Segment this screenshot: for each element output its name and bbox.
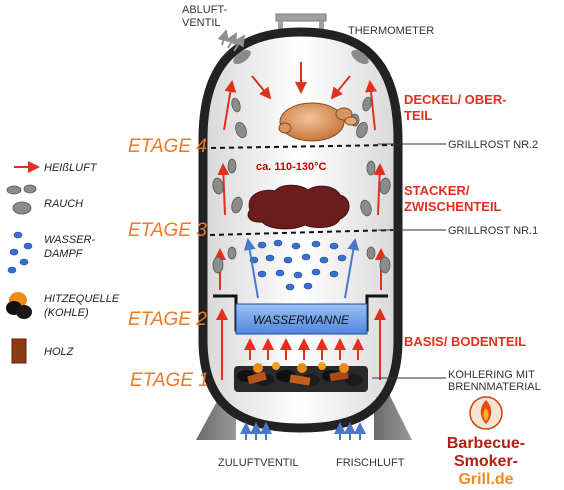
legend-steam-label-1: WASSER- [44,234,95,246]
exhaust-label-1: ABLUFT- [182,4,228,16]
grate-1 [209,229,394,236]
heat-arrows [214,62,387,380]
fresh-air-label: FRISCHLUFT [336,457,405,469]
chicken [278,102,358,142]
legend: HEIßLUFT RAUCH WASSER- DAMPF HITZEQUELLE… [6,161,120,364]
logo-line-3: Grill.de [458,471,513,488]
grate-2-label: GRILLROST NR.2 [448,139,538,151]
intake-vent-label: ZULUFTVENTIL [218,457,299,469]
exhaust-label-2: VENTIL [182,17,221,29]
legend-coal-label-2: (KOHLE) [44,307,89,319]
legend-steam-label-2: DAMPF [44,248,84,260]
base-label: BASIS/ BODENTEIL [404,334,526,349]
legend-smoke-label: RAUCH [44,198,83,210]
charcoal-ring-label-1: KOHLERING MIT [448,369,535,381]
legend-coal-label-1: HITZEQUELLE [44,293,120,305]
lid-label-1: DECKEL/ OBER- [404,92,507,107]
steam-bubbles [249,239,347,291]
grate-2 [210,144,394,149]
steam-arrows [243,238,360,299]
legend-smoke-icon [6,184,37,215]
charcoal-ring-label-2: BRENNMATERIAL [448,381,541,393]
legend-wood-label: HOLZ [44,346,75,358]
logo-line-1: Barbecue- [447,435,525,452]
temperature-label: ca. 110-130°C [256,161,327,173]
etage-2: ETAGE 2 [128,309,207,330]
water-pan [235,303,368,335]
stacker-label-2: ZWISCHENTEIL [404,199,502,214]
grate-1-label: GRILLROST NR.1 [448,225,538,237]
thermometer-gauge [351,49,369,65]
site-logo: Barbecue- Smoker- Grill.de [447,396,525,488]
smoke-particles [212,96,391,274]
lid-handle [275,13,327,22]
exhaust-arrows [217,29,246,52]
water-pan-label: WASSERWANNE [253,313,350,327]
intake-arrows [240,422,366,440]
etage-4: ETAGE 4 [128,136,207,157]
legend-coal-icon [6,292,32,319]
legend-heat-label: HEIßLUFT [44,162,98,174]
stacker-label-1: STACKER/ [404,183,470,198]
etage-1: ETAGE 1 [130,370,209,391]
logo-line-2: Smoker- [454,453,518,470]
legend-steam-icon [7,231,33,274]
thermometer-label: THERMOMETER [348,25,434,37]
exhaust-vent [233,49,251,65]
right-leg [374,392,412,440]
meat-on-grate [247,184,350,230]
lid-label-2: TEIL [404,108,432,123]
legend-wood-icon [11,338,27,364]
charcoal-ring [234,362,368,392]
etage-3: ETAGE 3 [128,220,207,241]
